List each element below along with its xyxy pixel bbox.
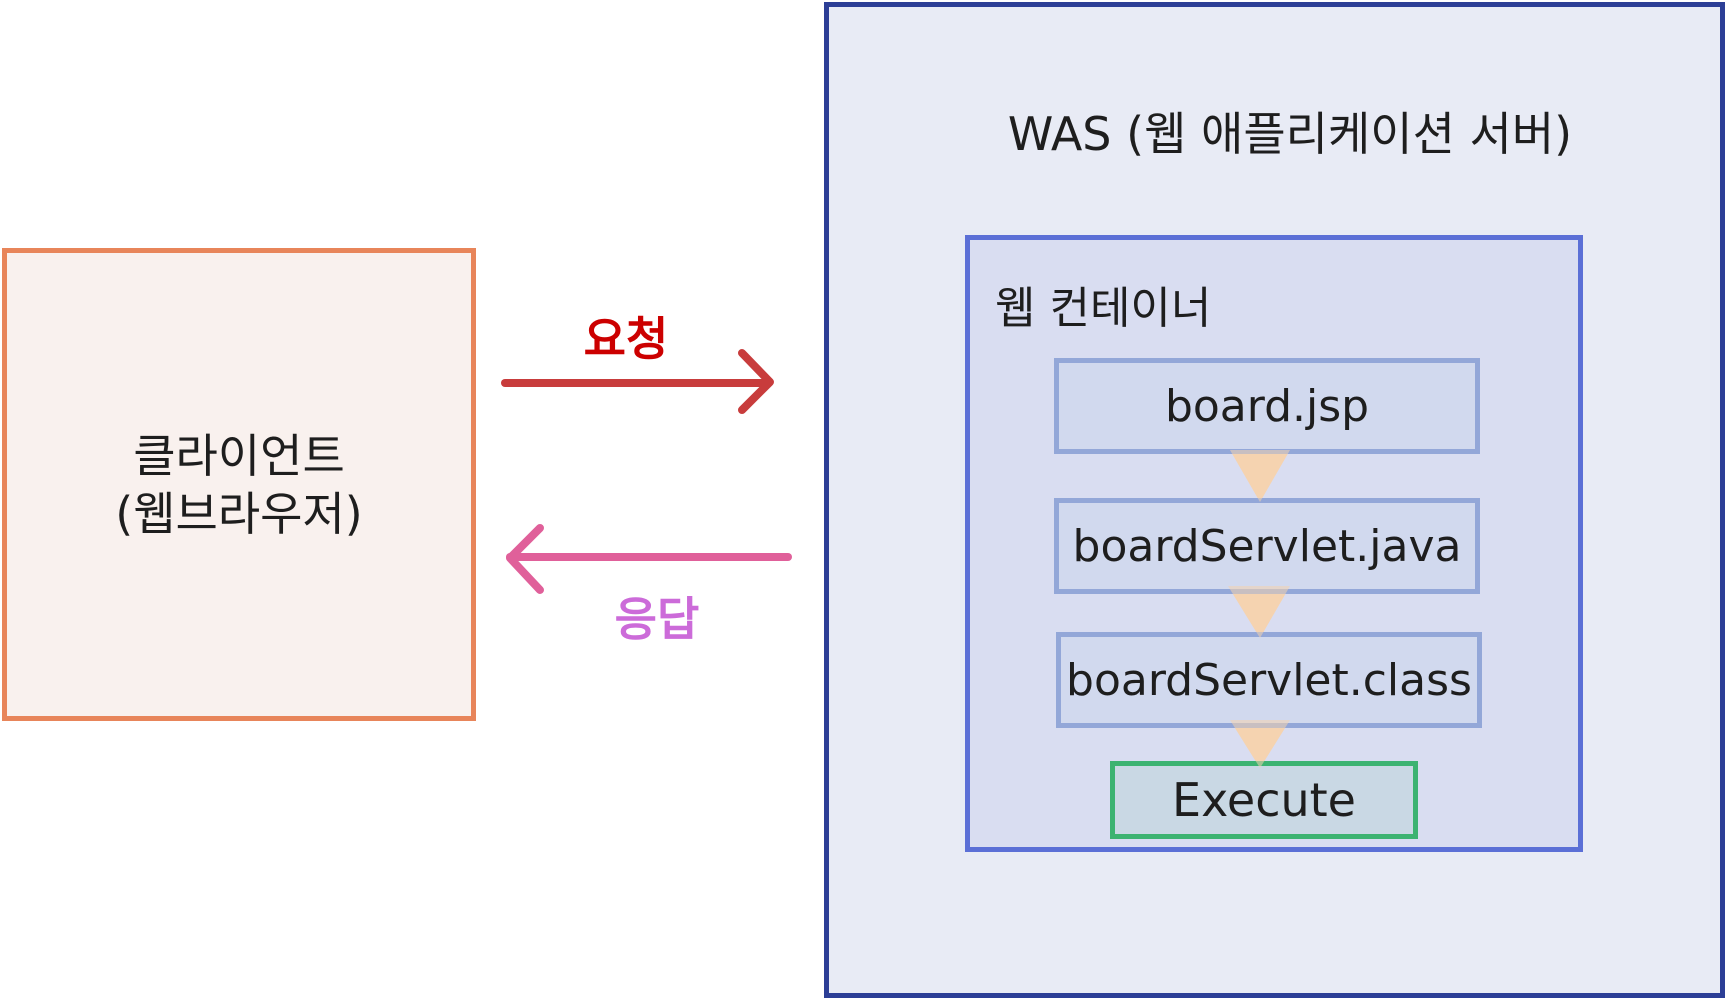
step-board-servlet-java: boardServlet.java xyxy=(1054,498,1480,594)
was-title: WAS (웹 애플리케이션 서버) xyxy=(1007,107,1573,161)
client-label-line1: 클라이언트 xyxy=(133,428,345,483)
flow-triangle-overlay-1 xyxy=(1230,450,1290,502)
client-box: 클라이언트 (웹브라우저) xyxy=(2,248,476,721)
client-label-line2: (웹브라우저) xyxy=(115,486,363,541)
flow-triangle-overlay-2 xyxy=(1228,586,1290,638)
response-arrow xyxy=(506,524,792,594)
step-execute: Execute xyxy=(1110,761,1418,839)
request-arrow xyxy=(501,349,774,414)
web-container-title: 웹 컨테이너 xyxy=(995,283,1212,334)
response-label: 응답 xyxy=(614,592,700,646)
step-board-jsp: board.jsp xyxy=(1054,358,1480,454)
step-board-servlet-class: boardServlet.class xyxy=(1056,632,1482,728)
flow-triangle-overlay-3 xyxy=(1230,720,1290,768)
request-label: 요청 xyxy=(583,312,669,366)
